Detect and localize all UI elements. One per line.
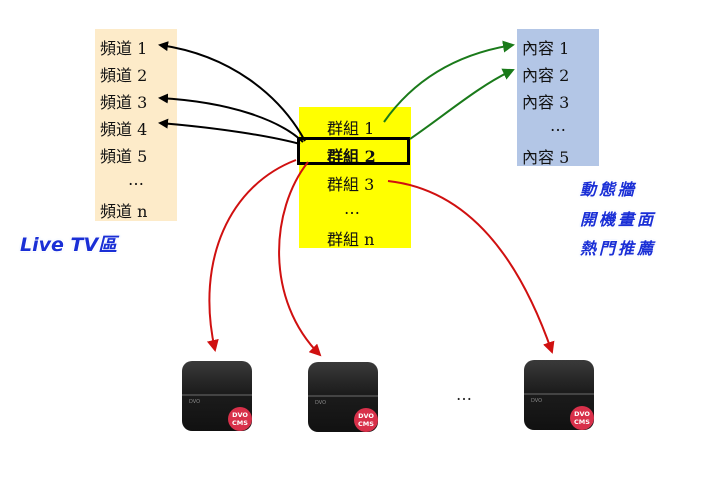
group-ellipsis: … [344,199,360,218]
device-badge-line1: DVO [574,410,590,418]
set-top-box-device: DVO DVO CMS [181,360,253,432]
group-list: 群組 1 群組 2 群組 3 … 群組 n [299,107,411,249]
live-tv-label: Live TV區 [20,234,118,256]
channel-item: 頻道 2 [100,66,148,85]
content-item: 內容 2 [522,66,570,85]
device-ellipsis: … [456,385,472,404]
arrow-group2-to-device1 [206,159,297,352]
arrow-group2-to-content2 [409,68,515,140]
content-item: 內容 3 [522,93,570,112]
group-selection-frame [297,137,410,165]
content-item: 內容 1 [522,39,570,58]
group-item: 群組 n [327,230,375,249]
channel-item: 頻道 n [100,202,148,221]
device-brand: DVO [189,399,200,405]
feature-label: 開機畫面 [580,210,657,229]
device-badge-line2: CMS [574,418,590,426]
device-badge-line1: DVO [358,412,374,420]
feature-label: 熱門推薦 [580,239,657,258]
set-top-box-device: DVO DVO CMS [307,361,379,433]
arrow-group2-to-channel4 [158,118,301,145]
content-list: 內容 1 內容 2 內容 3 … 內容 5 [517,29,599,167]
channel-item: 頻道 4 [100,120,148,139]
device-badge-line1: DVO [232,411,248,419]
group-item: 群組 3 [327,175,375,194]
device-badge-line2: CMS [358,420,374,428]
feature-label: 動態牆 [580,180,638,199]
channel-ellipsis: … [128,170,144,189]
arrow-group1-to-content1 [383,40,515,123]
device-brand: DVO [315,400,326,406]
group-item: 群組 1 [327,119,375,138]
content-item: 內容 5 [522,148,570,167]
content-ellipsis: … [550,116,566,135]
channel-item: 頻道 1 [100,39,148,58]
group-item-selected: 群組 2 [327,147,376,166]
arrow-group2-to-device2 [278,161,322,357]
channel-item: 頻道 3 [100,93,148,112]
arrow-group2-to-channel1 [158,41,306,142]
device-brand: DVO [531,398,542,404]
device-badge-line2: CMS [232,419,248,427]
arrow-group2-to-channel3 [158,93,304,143]
set-top-box-device: DVO DVO CMS [523,359,595,431]
channel-item: 頻道 5 [100,147,148,166]
arrow-group3-to-device3 [387,180,555,354]
